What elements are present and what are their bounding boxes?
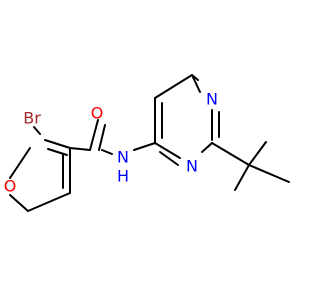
bond-c2-quaternary-c (211, 142, 250, 166)
amide-group (69, 119, 156, 155)
pyrimidine-n1-atom-label: N (206, 90, 218, 109)
bond-quaternary-c-methyl-top (248, 141, 267, 166)
bond-carbonyl-c-o (89, 119, 99, 151)
bond-c2-c3 (44, 139, 71, 149)
furan-ring (9, 139, 71, 212)
bond-c4-c5 (27, 192, 71, 212)
bond-c5-o1 (9, 194, 29, 212)
bond-o1-c2 (9, 147, 31, 179)
molecule-structure-diagram: Br O O N H N N (4, 74, 290, 212)
amide-hydrogen-atom-label: H (117, 167, 129, 186)
amide-nitrogen-atom-label: N (117, 148, 129, 167)
bond-c3-carbonyl-c (69, 147, 91, 151)
bond-quaternary-c-methyl-bottom (234, 164, 250, 191)
bond-c5-c6 (154, 74, 193, 99)
bond-n3-c4-double (159, 151, 179, 166)
furan-oxygen-atom-label: O (4, 177, 17, 196)
bond-c2-n3 (201, 142, 213, 153)
bromine-atom-label: Br (23, 109, 41, 128)
tert-butyl-group (211, 141, 290, 191)
bond-c2-c3-double (47, 148, 68, 156)
bond-c2-br (33, 126, 41, 135)
carbonyl-oxygen-atom-label: O (91, 104, 104, 123)
bond-quaternary-c-methyl-right (248, 164, 290, 183)
bond-carbonyl-c-n (101, 149, 113, 155)
bond-n3-c4 (154, 142, 181, 159)
bond-n-c4-pyrimidine (133, 142, 156, 151)
bond-carbonyl-c-o-double (98, 124, 106, 151)
bond-c6-n1-ring (191, 74, 201, 93)
pyrimidine-n3-atom-label: N (186, 157, 198, 176)
pyrimidine-ring (154, 74, 220, 166)
